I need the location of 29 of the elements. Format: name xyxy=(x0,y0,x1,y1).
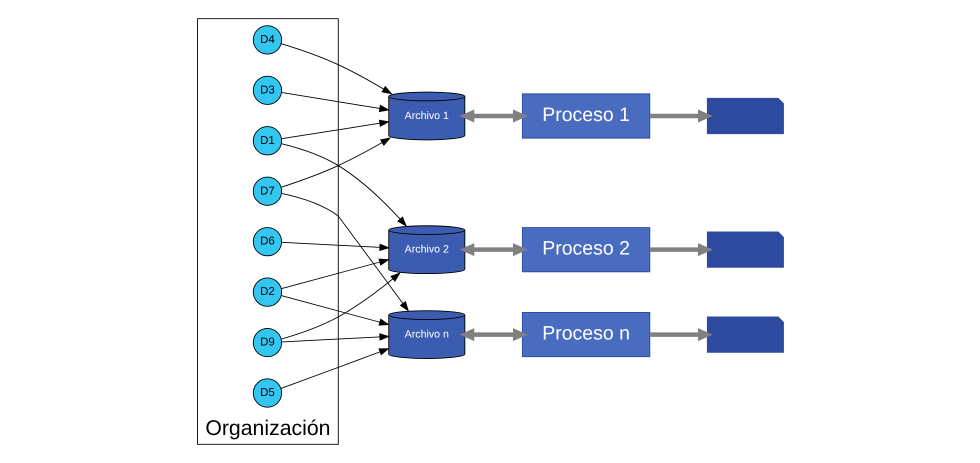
arrow xyxy=(280,242,390,252)
node-circle: D2 xyxy=(252,278,282,307)
arrow xyxy=(280,43,392,94)
arrow xyxy=(458,110,528,122)
node-box: Proceso 1 xyxy=(521,93,650,139)
arrow xyxy=(280,193,409,312)
arrow xyxy=(649,328,712,342)
arrow xyxy=(280,120,390,140)
arrow xyxy=(280,258,390,290)
node-circle: D7 xyxy=(252,176,282,206)
node-circle: D5 xyxy=(252,378,282,408)
arrow xyxy=(280,295,390,326)
arrow xyxy=(280,92,390,112)
node-box: Proceso 2 xyxy=(521,227,650,272)
arrow xyxy=(280,137,391,188)
node-circle: D6 xyxy=(252,227,282,256)
node-circle: D1 xyxy=(252,126,282,156)
node-box: Proceso n xyxy=(521,312,650,358)
arrow xyxy=(280,348,390,389)
node-circle: D3 xyxy=(252,76,282,105)
arrow xyxy=(649,110,712,122)
arrow xyxy=(649,243,712,256)
arrow xyxy=(458,243,528,256)
arrow xyxy=(458,328,528,342)
node-circle: D4 xyxy=(252,25,282,54)
arrow xyxy=(280,143,406,227)
arrow xyxy=(280,333,390,342)
arrow xyxy=(280,272,400,340)
node-circle: D9 xyxy=(252,328,282,358)
